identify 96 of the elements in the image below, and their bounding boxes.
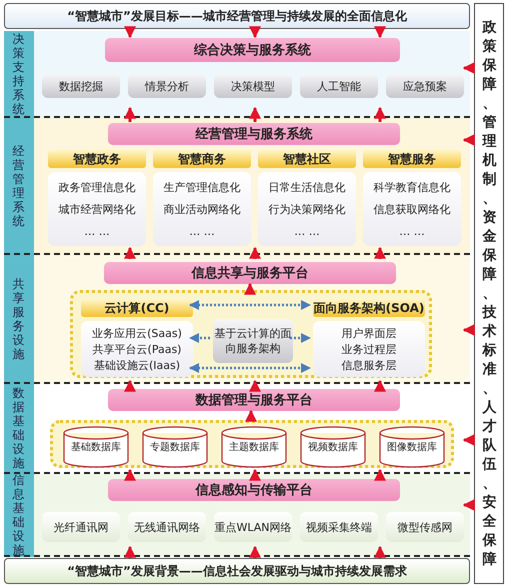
card-text: 城市经营网络化 — [58, 202, 136, 218]
card-text: 用户界面层 — [342, 326, 396, 340]
arrow — [462, 134, 475, 146]
layer-label: 数据基础设施 — [12, 386, 25, 470]
layer-label: 决策支持系统 — [12, 32, 25, 116]
arrow — [374, 246, 386, 259]
module-box: 数据挖掘 — [42, 74, 120, 98]
dotted-group — [70, 290, 432, 378]
arrow — [189, 333, 210, 343]
side-banner-text: 政策保障、管理机制、资金保障、技术标准、人才队伍、安全保障 — [482, 18, 497, 569]
card-text: … … — [399, 225, 425, 238]
banner: “智慧城市”发展目标——城市经营管理与持续发展的全面信息化 — [4, 3, 470, 29]
module-box: 无线通讯网络 — [128, 512, 206, 542]
module-box: 微型传感网 — [386, 512, 464, 542]
card-text: … … — [84, 225, 110, 238]
arrow — [462, 434, 475, 446]
arrow — [249, 468, 261, 481]
arrow — [124, 468, 136, 481]
card-text: 基础设施云(Iaas) — [94, 358, 180, 372]
dotted-group — [50, 420, 454, 468]
arrow — [249, 546, 261, 558]
database-cylinder: 视频数据库 — [300, 426, 366, 468]
card-text: 信息获取网络化 — [374, 202, 450, 218]
arrow — [374, 468, 386, 481]
platform-bar: 信息感知与传输平台 — [108, 479, 400, 501]
layer-panel — [4, 118, 470, 255]
card-text: 信息服务层 — [342, 358, 396, 372]
database-cylinder: 图像数据库 — [379, 426, 445, 468]
module-box: 基于云计算的面向服务架构 — [213, 319, 293, 363]
card-text: 共享平台云(Paas) — [92, 342, 182, 356]
module-card — [81, 299, 193, 377]
arrow — [189, 363, 311, 373]
platform-bar: 数据管理与服务平台 — [108, 389, 400, 411]
module-box: 情景分析 — [128, 74, 206, 98]
layer-panel — [4, 474, 470, 557]
card-text: … … — [189, 225, 215, 238]
arrow — [124, 26, 136, 38]
arrow — [374, 546, 386, 558]
layer-panel — [4, 31, 470, 118]
card-text: 科学教育信息化 — [374, 180, 450, 195]
database-cylinder: 主题数据库 — [221, 426, 287, 468]
module-card — [153, 150, 251, 246]
module-box: 人工智能 — [300, 74, 378, 98]
arrow — [249, 246, 261, 259]
arrow — [244, 282, 256, 295]
card-heading: 面向服务架构(SOA) — [313, 299, 425, 317]
module-box: 应急预案 — [386, 74, 464, 98]
card-heading: 智慧政务 — [48, 150, 146, 168]
database-cylinder: 基础数据库 — [63, 426, 129, 468]
card-text: … … — [294, 225, 320, 238]
module-card — [48, 150, 146, 246]
arrow — [124, 546, 136, 558]
card-heading: 智慧社区 — [258, 150, 356, 168]
arrow — [374, 106, 386, 122]
platform-bar: 经营管理与服务系统 — [108, 123, 400, 145]
arrow — [290, 333, 311, 343]
module-card — [258, 150, 356, 246]
arrow — [245, 410, 257, 422]
database-cylinder: 专题数据库 — [142, 426, 208, 468]
arrow — [249, 380, 261, 392]
arrow — [124, 106, 136, 122]
card-heading: 智慧商务 — [153, 150, 251, 168]
layer-label: 经营管理系统 — [12, 144, 25, 228]
card-text: 生产管理信息化 — [164, 180, 240, 195]
layer-panel — [4, 255, 470, 384]
module-box: 光纤通讯网 — [42, 512, 120, 542]
card-text: 业务应用云(Saas) — [92, 326, 182, 340]
card-text: 商业活动网络化 — [164, 202, 240, 218]
arrow — [124, 380, 136, 392]
layer-label: 共享服务设施 — [12, 276, 25, 360]
arrow — [462, 499, 475, 511]
banner: “智慧城市”发展背景——信息社会发展驱动与城市持续发展需求 — [4, 558, 470, 584]
arrow — [462, 324, 475, 336]
module-box: 重点WLAN网络 — [214, 512, 292, 542]
arrow — [249, 106, 261, 122]
module-card — [363, 150, 461, 246]
card-text: 业务过程层 — [342, 342, 396, 356]
arrow — [189, 300, 311, 310]
card-heading: 云计算(CC) — [81, 299, 193, 317]
module-box: 决策模型 — [214, 74, 292, 98]
platform-bar: 信息共享与服务平台 — [104, 262, 396, 284]
card-text: 日常生活信息化 — [268, 180, 346, 195]
card-text: 政务管理信息化 — [58, 180, 136, 195]
card-heading: 智慧服务 — [363, 150, 461, 168]
arrow — [374, 26, 386, 38]
arrow — [249, 26, 261, 38]
module-box: 视频采集终端 — [300, 512, 378, 542]
side-banner — [474, 3, 504, 584]
module-card — [313, 299, 425, 377]
arrow — [124, 246, 136, 259]
layer-label: 信息基础设施 — [12, 472, 25, 556]
layer-panel — [4, 384, 470, 474]
arrow — [462, 62, 475, 74]
arrow — [374, 380, 386, 392]
card-text: 行为决策网络化 — [268, 202, 346, 218]
platform-bar: 综合决策与服务系统 — [105, 38, 400, 62]
